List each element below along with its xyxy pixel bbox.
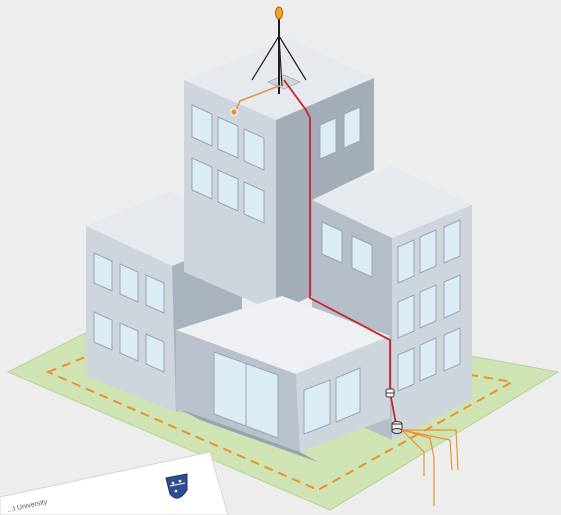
- test-joint-icon: [386, 389, 394, 397]
- document-card: ...t University: [0, 452, 228, 515]
- earth-electrode-icon: [392, 422, 402, 434]
- roof-bond-point: [231, 109, 237, 115]
